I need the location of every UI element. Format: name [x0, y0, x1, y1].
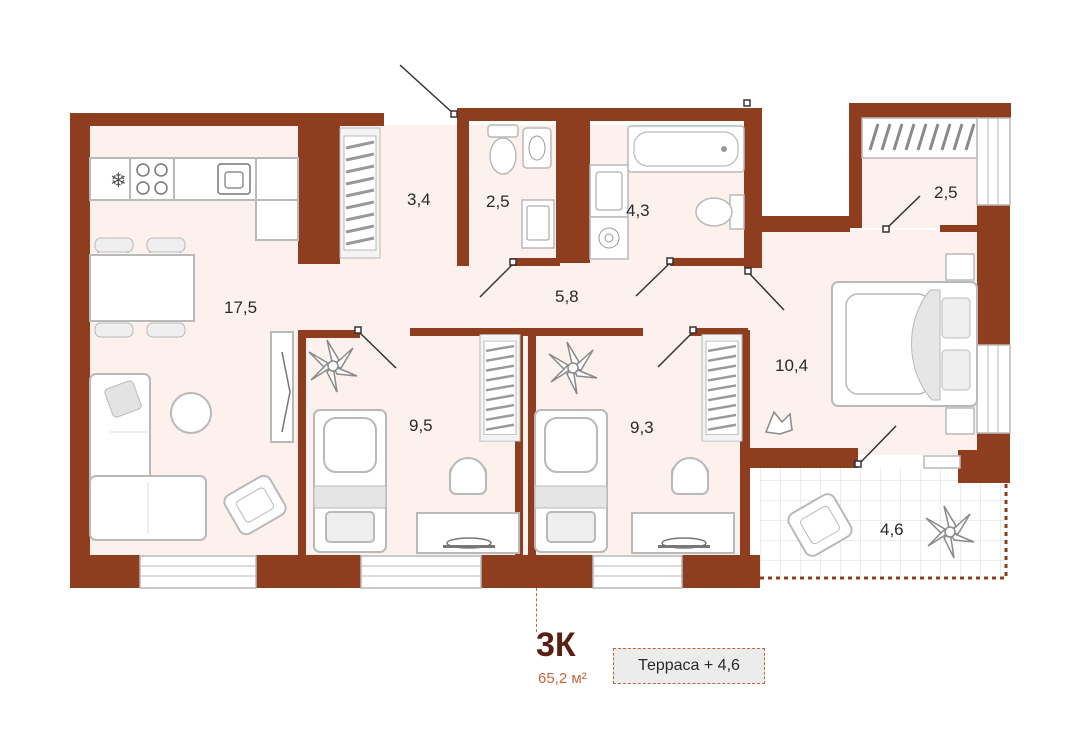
walls [70, 103, 1011, 588]
room-area-storage: 2,5 [934, 183, 958, 202]
apartment-type: 3К [536, 626, 576, 664]
bed-2 [534, 409, 608, 553]
storage-shelf [861, 117, 978, 159]
wardrobe-bedroom-1 [478, 333, 522, 443]
stove-icon [136, 163, 168, 195]
room-area-master-bedroom: 10,4 [775, 356, 808, 375]
toilet-room-fixtures [487, 124, 555, 249]
dining-table [89, 237, 195, 338]
tv-stand [270, 331, 294, 443]
room-area-toilet: 2,5 [486, 192, 510, 211]
room-area-wardrobe: 3,4 [407, 190, 431, 209]
small-plant-icon [764, 410, 793, 435]
legend-leader-line [536, 588, 537, 632]
room-area-bedroom-2: 9,3 [630, 418, 654, 437]
room-area-kitchen-living: 17,5 [224, 298, 257, 317]
double-bed [831, 253, 978, 435]
snowflake-icon: ❄ [110, 170, 127, 192]
room-area-bedroom-1: 9,5 [409, 416, 433, 435]
room-area-bathroom: 4,3 [626, 201, 650, 220]
terrace-armchair [787, 493, 853, 557]
desk-2 [631, 512, 735, 554]
bathroom-fixtures [589, 125, 745, 260]
doors [354, 64, 921, 468]
room-area-hall: 5,8 [555, 287, 579, 306]
sofa [89, 373, 207, 541]
desk-1 [416, 512, 520, 554]
armchair [223, 474, 287, 536]
wardrobe-bedroom-2 [700, 333, 744, 443]
windows [139, 117, 1011, 589]
room-area-terrace: 4,6 [880, 520, 904, 539]
bed-1 [313, 409, 387, 553]
kitchen-furniture: ❄ [89, 157, 299, 541]
sink-icon [217, 163, 251, 195]
apartment-area: 65,2 м² [538, 670, 587, 687]
terrace-badge: Терраса + 4,6 [613, 648, 765, 684]
coffee-table [170, 392, 212, 434]
desk-chair-1 [449, 457, 487, 495]
desk-chair-2 [671, 457, 709, 495]
wardrobe-hall [338, 126, 382, 260]
